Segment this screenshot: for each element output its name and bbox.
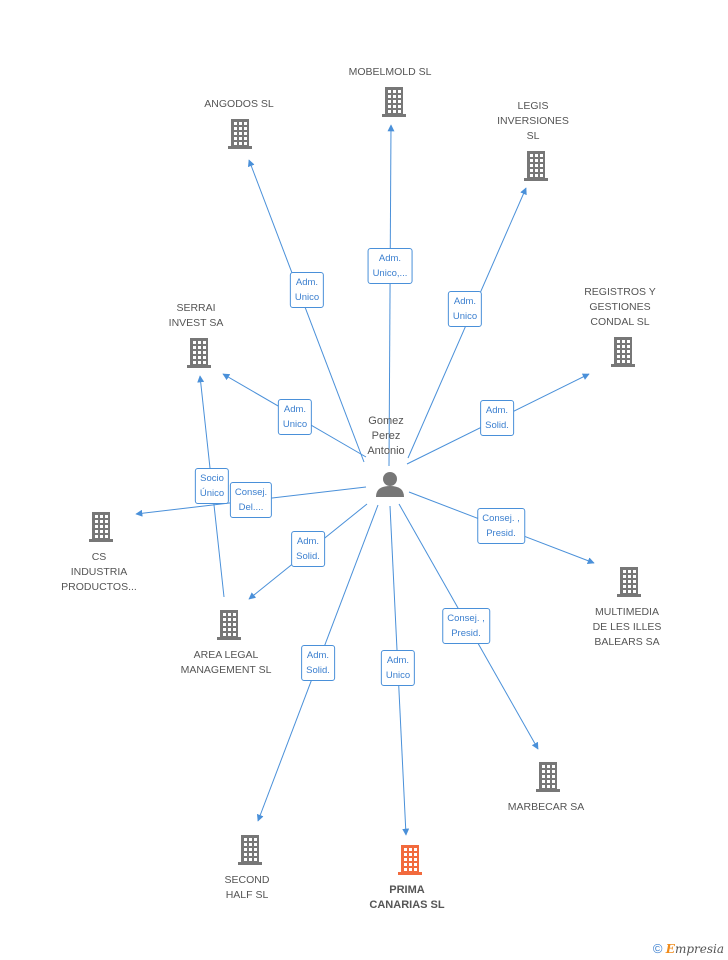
building-icon-angodos[interactable] xyxy=(228,119,252,149)
building-icon-multimedia[interactable] xyxy=(617,567,641,597)
building-icon-legis[interactable] xyxy=(524,151,548,181)
edge-label-area[interactable]: Adm. Solid. xyxy=(291,531,325,567)
company-label-legis[interactable]: LEGIS INVERSIONES SL xyxy=(497,100,569,142)
building-icon-prima[interactable] xyxy=(398,845,422,875)
edge-angodos xyxy=(247,159,365,463)
company-label-second[interactable]: SECOND HALF SL xyxy=(224,874,270,901)
building-icon-area[interactable] xyxy=(217,610,241,640)
edge-label-registros[interactable]: Adm. Solid. xyxy=(480,400,514,436)
building-icon-cs[interactable] xyxy=(89,512,113,542)
edge-label-cs[interactable]: Consej. Del.... xyxy=(229,482,273,518)
company-label-cs[interactable]: CS INDUSTRIA PRODUCTOS... xyxy=(61,551,137,593)
footer-brand: © Empresia xyxy=(653,941,724,956)
edge-label-area-serrai[interactable]: Socio Único xyxy=(194,468,230,504)
person-label[interactable]: Gomez Perez Antonio xyxy=(367,415,405,457)
edge-label-prima[interactable]: Adm. Unico xyxy=(380,650,416,686)
company-label-angodos[interactable]: ANGODOS SL xyxy=(204,98,274,110)
building-icon-second[interactable] xyxy=(238,835,262,865)
company-label-registros[interactable]: REGISTROS Y GESTIONES CONDAL SL xyxy=(584,286,656,328)
company-label-serrai[interactable]: SERRAI INVEST SA xyxy=(168,302,224,329)
edge-label-mobelmold[interactable]: Adm. Unico,... xyxy=(367,248,413,284)
copyright-icon: © xyxy=(652,941,663,956)
edge-label-multimedia[interactable]: Consej. , Presid. xyxy=(477,508,525,544)
edge-label-angodos[interactable]: Adm. Unico xyxy=(289,272,325,308)
edge-label-marbecar[interactable]: Consej. , Presid. xyxy=(442,608,490,644)
building-icon-marbecar[interactable] xyxy=(536,762,560,792)
person-icon[interactable] xyxy=(376,472,404,497)
edge-mobelmold xyxy=(387,124,395,467)
company-label-marbecar[interactable]: MARBECAR SA xyxy=(507,801,585,813)
building-icon-registros[interactable] xyxy=(611,337,635,367)
edge-label-legis[interactable]: Adm. Unico xyxy=(447,291,483,327)
company-label-prima[interactable]: PRIMA CANARIAS SL xyxy=(369,884,445,911)
building-icon-mobelmold[interactable] xyxy=(382,87,406,117)
company-label-mobelmold[interactable]: MOBELMOLD SL xyxy=(348,66,432,78)
edge-label-second[interactable]: Adm. Solid. xyxy=(301,645,335,681)
building-icon-serrai[interactable] xyxy=(187,338,211,368)
edge-label-serrai[interactable]: Adm. Unico xyxy=(277,399,313,435)
company-label-area[interactable]: AREA LEGAL MANAGEMENT SL xyxy=(180,649,272,676)
empresia-logo[interactable]: Empresia xyxy=(665,942,724,956)
company-label-multimedia[interactable]: MULTIMEDIA DE LES ILLES BALEARS SA xyxy=(592,606,662,648)
